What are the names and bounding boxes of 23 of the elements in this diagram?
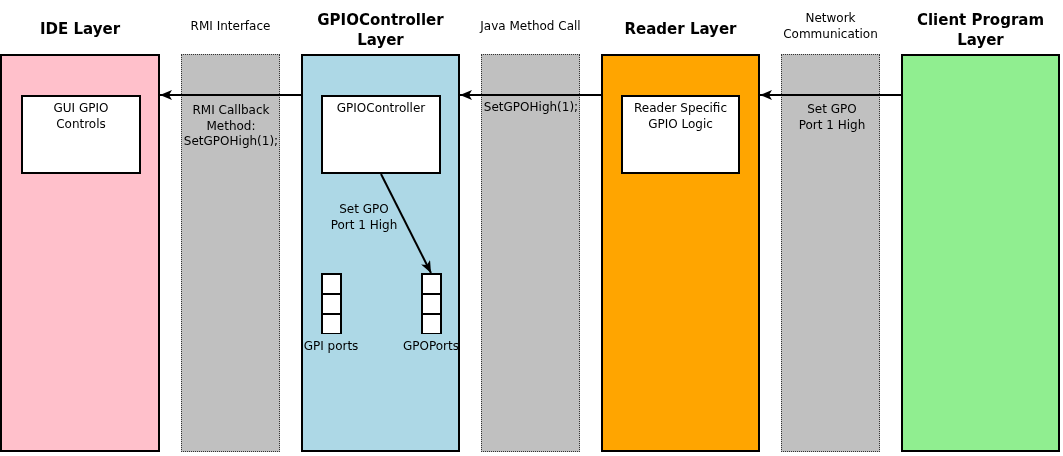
arrow [380, 173, 432, 274]
layer-heading: GPIOController Layer [316, 10, 445, 50]
component-label: GPIOController [336, 101, 426, 117]
component-label: Reader Specific GPIO Logic [633, 101, 728, 133]
port-label: GPI ports [303, 339, 359, 355]
interface-heading: Network Communication [782, 11, 879, 43]
arrow [759, 90, 902, 100]
arrow [159, 90, 302, 100]
edge-label: Set GPO Port 1 High [797, 102, 867, 134]
layer-heading: Reader Layer [624, 20, 737, 40]
layer-heading: Client Program Layer [915, 10, 1046, 50]
edge-label: SetGPOHigh(1); [483, 100, 579, 116]
component-label: GUI GPIO Controls [52, 101, 110, 133]
component-box [321, 95, 441, 174]
interface-heading: Java Method Call [480, 19, 581, 35]
edge-label: RMI Callback Method: SetGPOHigh(1); [183, 103, 279, 150]
arrow [459, 90, 602, 100]
component-box [21, 95, 141, 174]
port-label: GPOPorts [403, 339, 459, 355]
layer-heading: IDE Layer [39, 20, 121, 40]
interface-heading: RMI Interface [190, 19, 271, 35]
edge-label: Set GPO Port 1 High [329, 202, 399, 234]
component-box [621, 95, 740, 174]
